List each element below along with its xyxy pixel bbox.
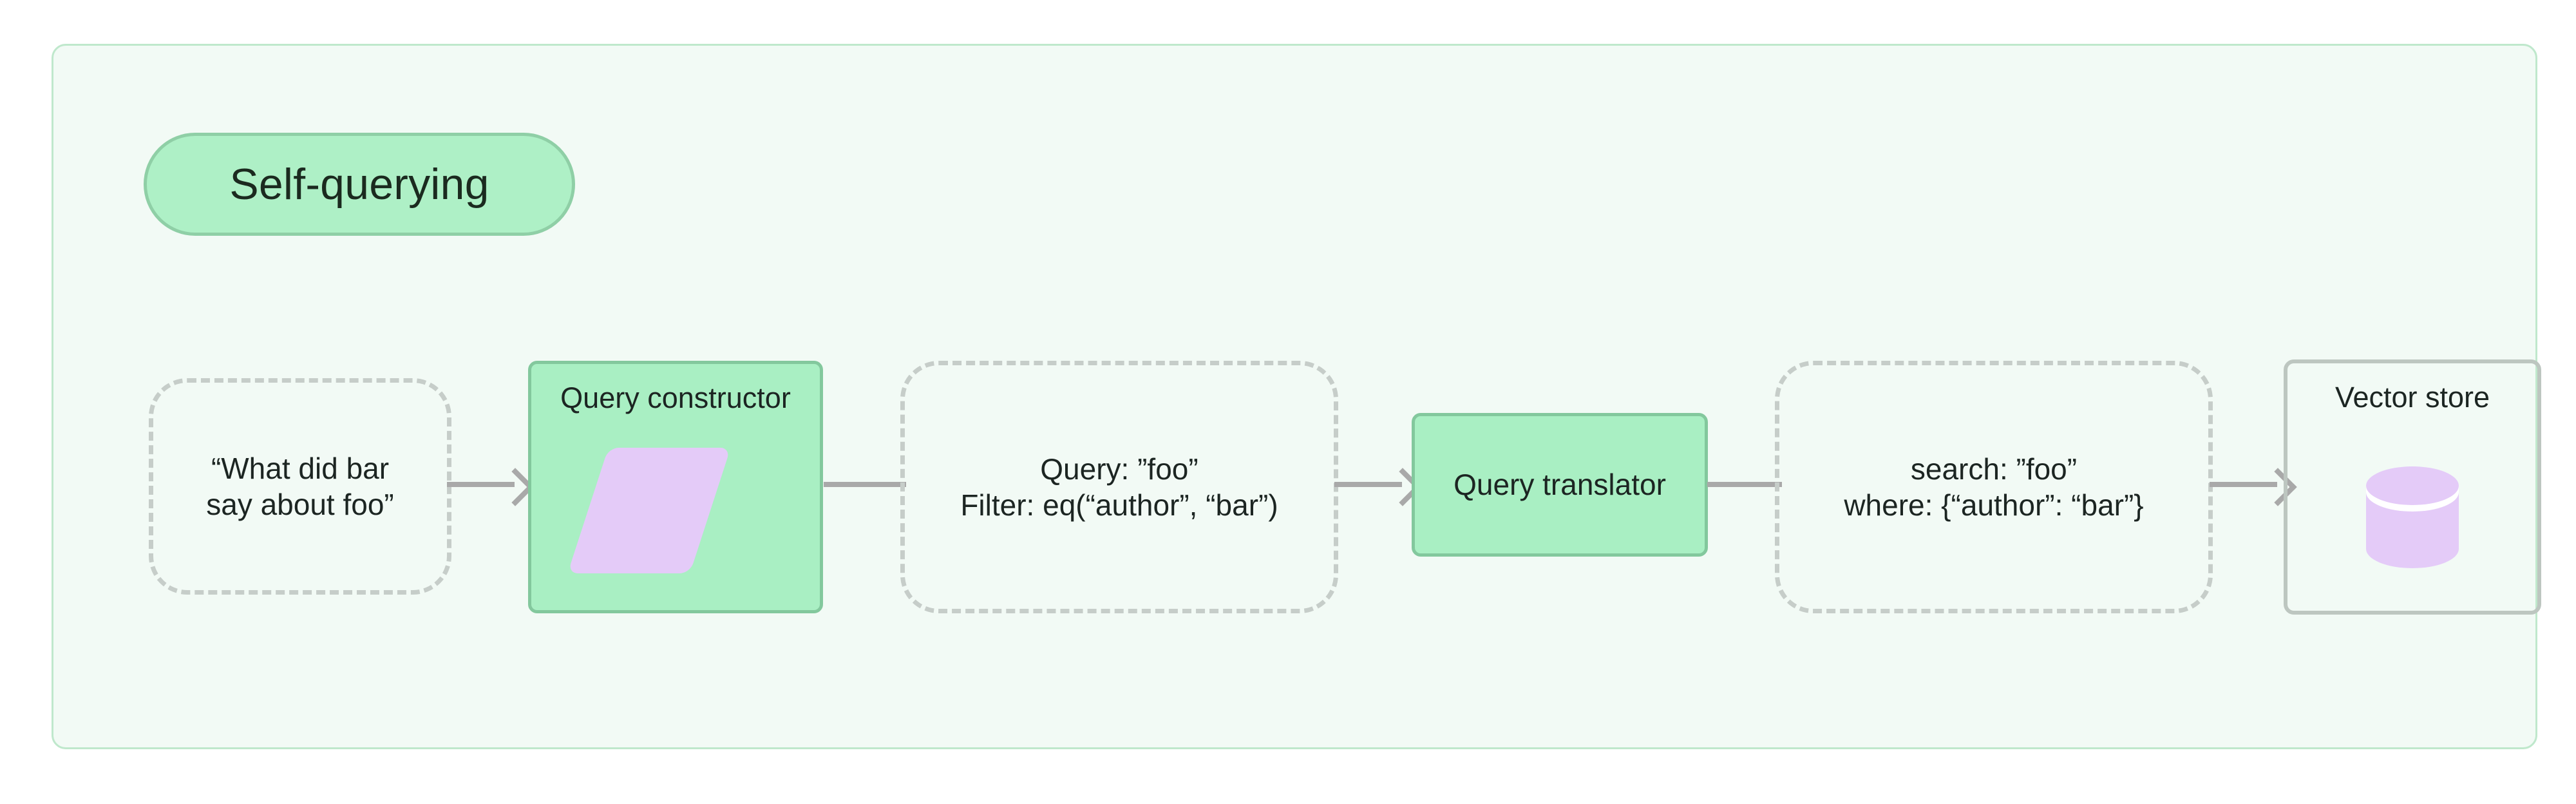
node-structured-query-line1: Query: ”foo” xyxy=(1040,452,1198,486)
self-querying-diagram-frame: Self-querying “What did bar say about fo… xyxy=(52,44,2541,749)
connector-structured-query-to-translator xyxy=(1334,482,1402,487)
node-user-question-line1: “What did bar xyxy=(211,451,390,485)
node-translated-query-line1: search: ”foo” xyxy=(1910,452,2078,486)
parallelogram-icon xyxy=(567,448,731,573)
node-translated-query-line2: where: {“author”: “bar”} xyxy=(1844,488,2144,522)
node-user-question-line2: say about foo” xyxy=(206,488,394,521)
subgraph-title-label: Self-querying xyxy=(229,160,489,209)
connector-constructor-to-structured-query xyxy=(824,482,906,487)
database-cylinder-icon xyxy=(2366,466,2459,568)
node-user-question-label: “What did bar say about foo” xyxy=(206,450,394,522)
node-translated-query-label: search: ”foo” where: {“author”: “bar”} xyxy=(1844,451,2143,523)
node-query-translator-label: Query translator xyxy=(1454,468,1666,502)
node-query-constructor-label: Query constructor xyxy=(560,381,791,414)
node-vector-store-label: Vector store xyxy=(2334,381,2490,414)
node-query-constructor[interactable]: Query constructor xyxy=(528,361,823,613)
node-structured-query[interactable]: Query: ”foo” Filter: eq(“author”, “bar”) xyxy=(900,361,1338,613)
node-query-translator[interactable]: Query translator xyxy=(1412,413,1708,557)
connector-translator-to-translated-query xyxy=(1707,482,1782,487)
node-structured-query-line2: Filter: eq(“author”, “bar”) xyxy=(960,488,1278,522)
node-vector-store[interactable]: Vector store xyxy=(2284,359,2541,615)
connector-question-to-constructor xyxy=(447,482,515,487)
connector-translated-query-to-vector-store xyxy=(2210,482,2277,487)
node-user-question[interactable]: “What did bar say about foo” xyxy=(149,378,451,595)
node-translated-query[interactable]: search: ”foo” where: {“author”: “bar”} xyxy=(1775,361,2213,613)
subgraph-title-badge: Self-querying xyxy=(144,133,575,236)
node-structured-query-label: Query: ”foo” Filter: eq(“author”, “bar”) xyxy=(960,451,1278,523)
